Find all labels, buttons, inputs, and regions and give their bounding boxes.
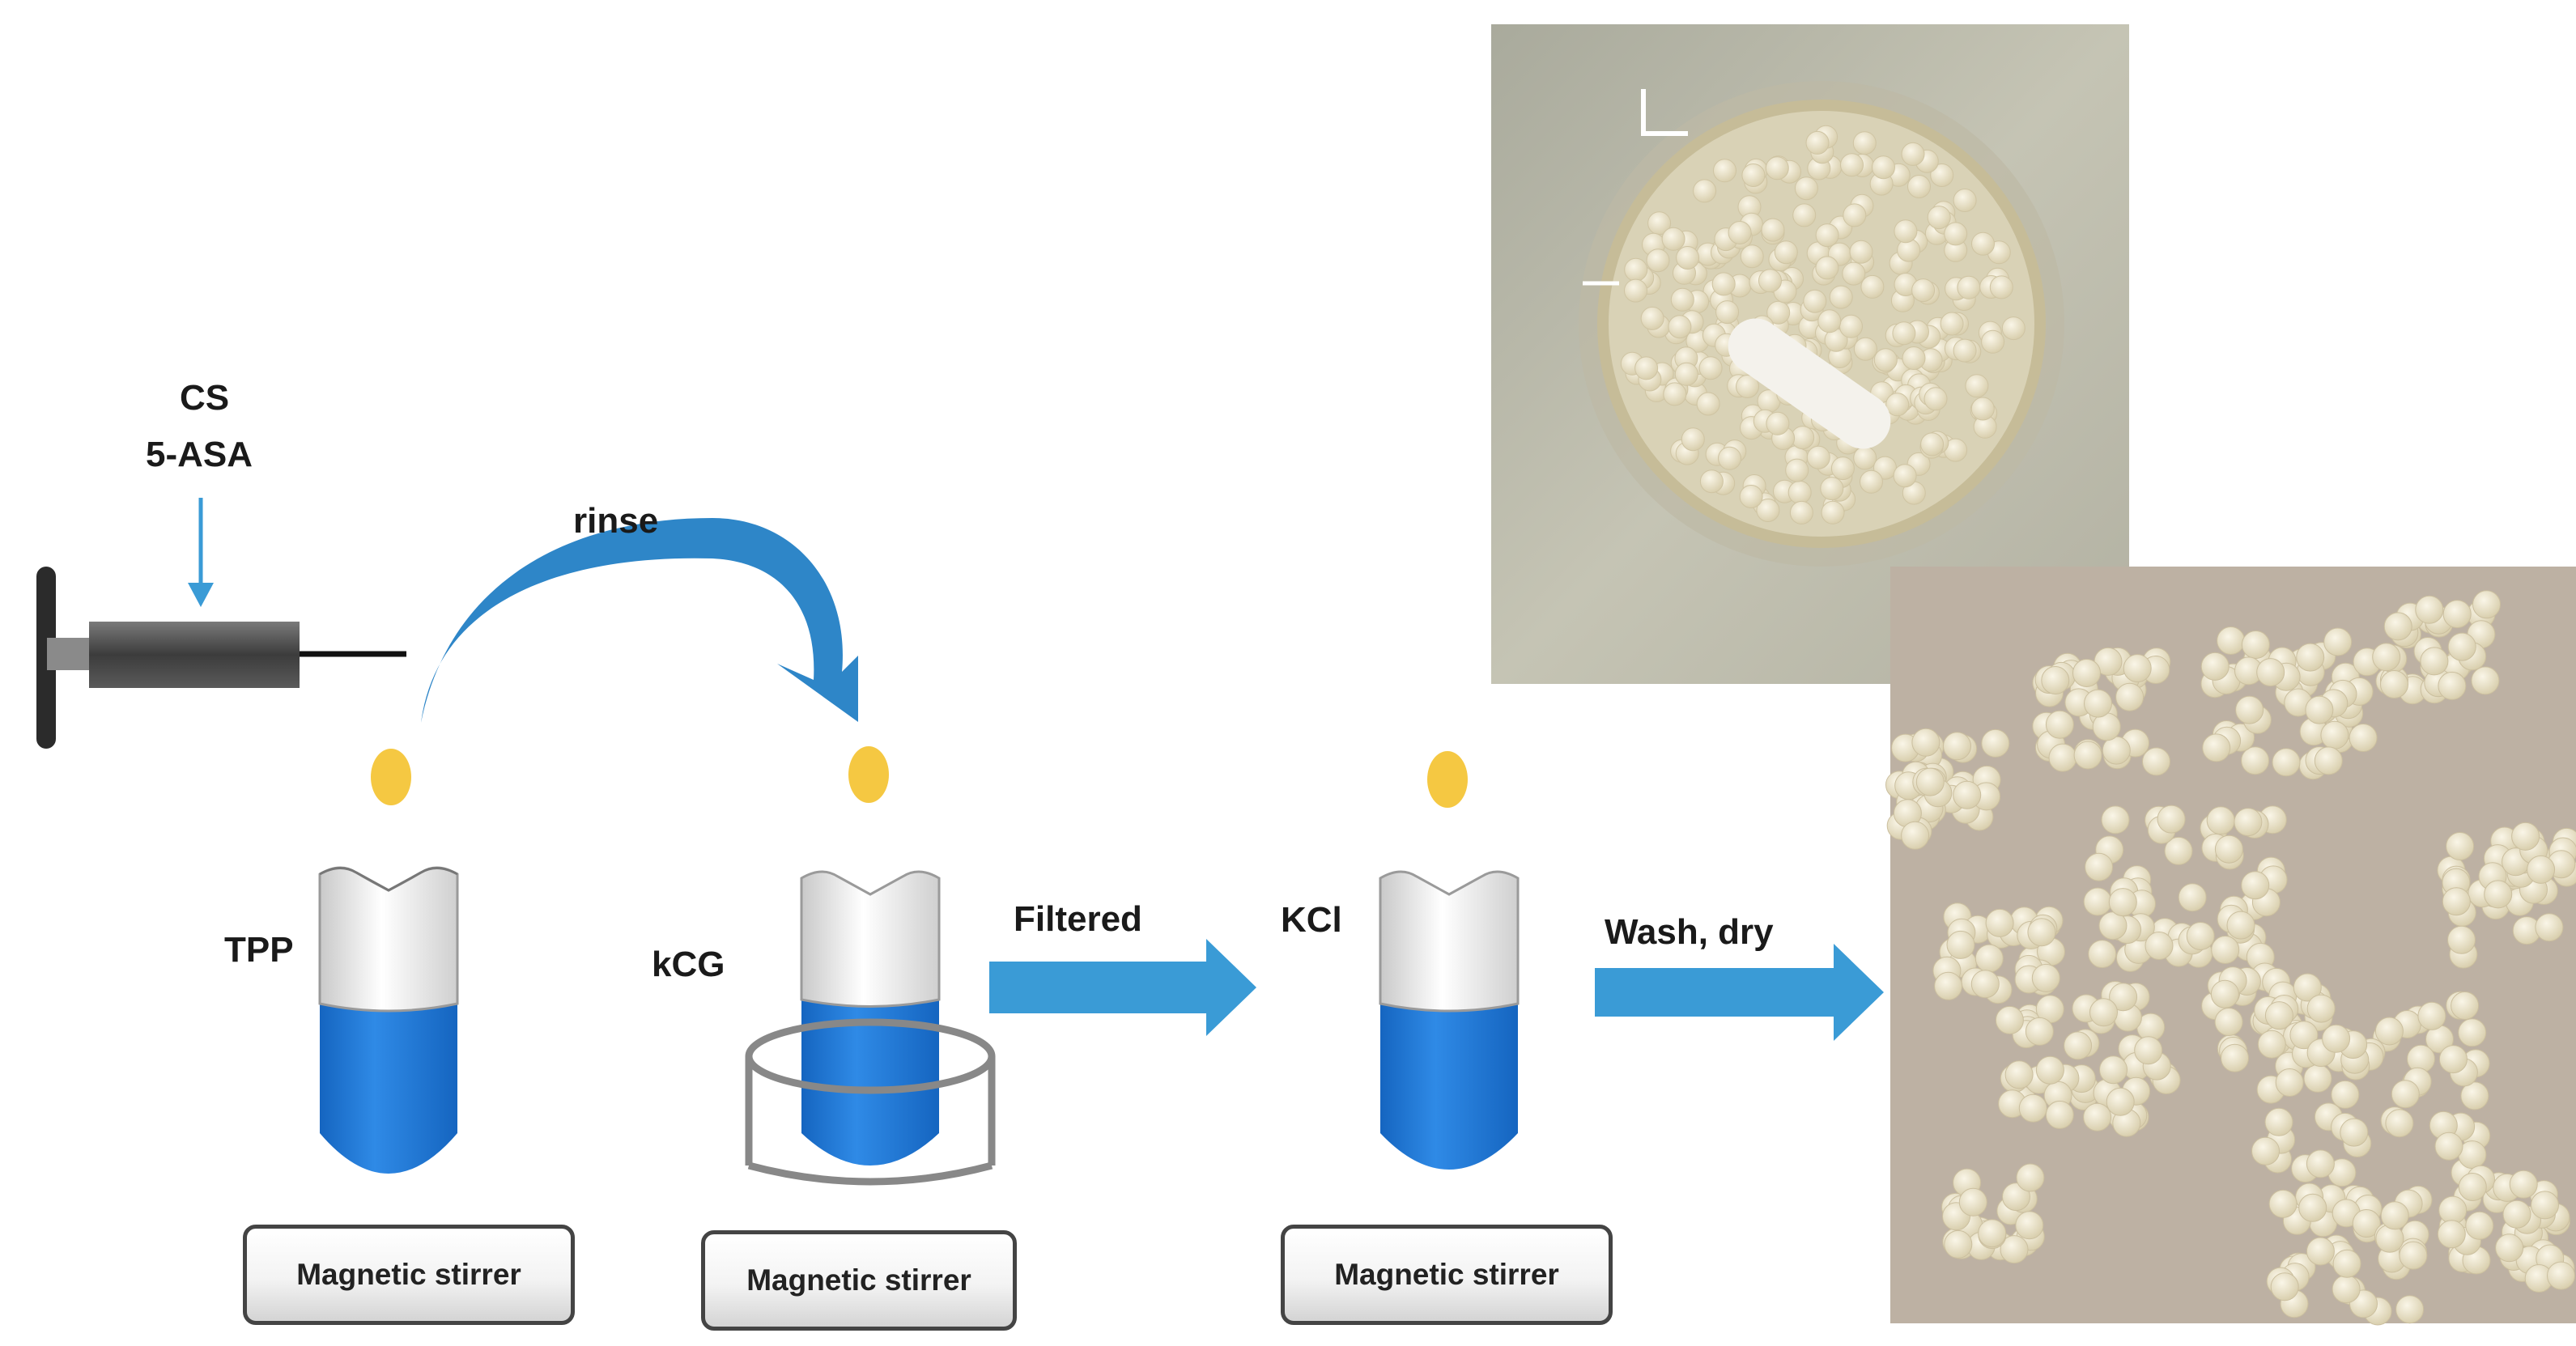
filtered-label: Filtered bbox=[1014, 899, 1142, 939]
magnetic-stirrer-1: Magnetic stirrer bbox=[243, 1225, 575, 1325]
beaker-kcl bbox=[1379, 870, 1520, 1170]
tpp-label: TPP bbox=[224, 930, 294, 970]
filtered-arrow bbox=[989, 939, 1256, 1036]
beaker-tpp bbox=[318, 866, 459, 1174]
rinse-arrow bbox=[421, 518, 858, 723]
droplet-icon bbox=[1427, 751, 1468, 808]
wash-dry-label: Wash, dry bbox=[1605, 912, 1774, 952]
kcg-label: kCG bbox=[652, 945, 725, 984]
cs-label: CS bbox=[180, 378, 230, 418]
rinse-label: rinse bbox=[573, 501, 659, 541]
magnetic-stirrer-3: Magnetic stirrer bbox=[1281, 1225, 1613, 1325]
droplet-icon bbox=[848, 746, 889, 803]
5-asa-label: 5-ASA bbox=[146, 435, 253, 474]
magnetic-stirrer-2: Magnetic stirrer bbox=[701, 1230, 1017, 1331]
wash-dry-arrow bbox=[1595, 944, 1884, 1041]
input-arrow bbox=[188, 498, 214, 607]
beaker-kcg bbox=[745, 870, 996, 1186]
droplet-icon bbox=[371, 749, 411, 805]
kcl-label: KCl bbox=[1281, 900, 1342, 940]
syringe-icon bbox=[36, 567, 406, 749]
dried-beads-photo bbox=[1885, 567, 2576, 1326]
